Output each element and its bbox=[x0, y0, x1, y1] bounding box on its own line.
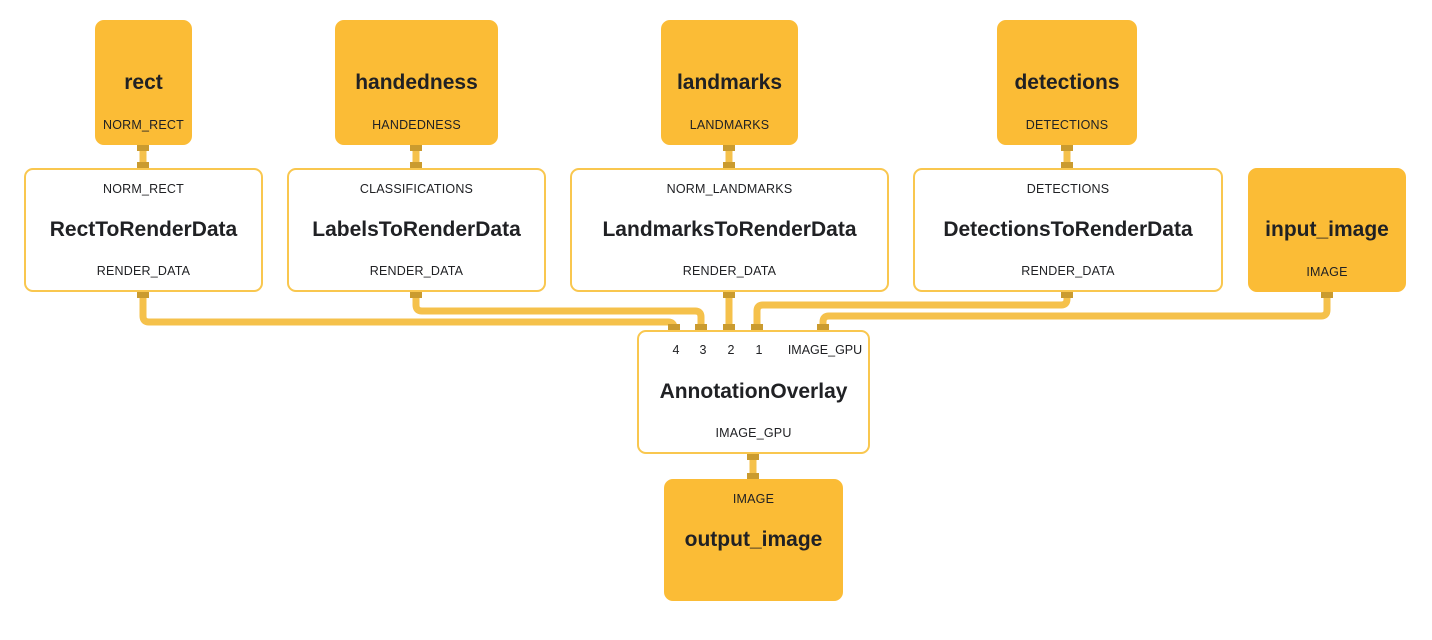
port-label: NORM_RECT bbox=[103, 118, 184, 132]
node-recttorenderdata-input-port: NORM_RECT bbox=[26, 182, 261, 196]
edge-detectionstorenderdata-to-overlay-1 bbox=[753, 292, 1071, 330]
node-handedness[interactable]: handedness HANDEDNESS bbox=[335, 20, 498, 145]
port-label: NORM_RECT bbox=[103, 182, 184, 196]
port-label-1: 1 bbox=[755, 343, 763, 357]
port-label-4: 4 bbox=[672, 343, 680, 357]
node-rect[interactable]: rect NORM_RECT bbox=[95, 20, 192, 145]
port-label-3: 3 bbox=[699, 343, 707, 357]
node-handedness-output-port: HANDEDNESS bbox=[336, 118, 497, 132]
node-detectionstorenderdata-input-port: DETECTIONS bbox=[915, 182, 1221, 196]
port-label: RENDER_DATA bbox=[369, 264, 464, 278]
node-landmarkstorenderdata-input-port: NORM_LANDMARKS bbox=[572, 182, 887, 196]
port-label: HANDEDNESS bbox=[372, 118, 461, 132]
node-landmarkstorenderdata-title: LandmarksToRenderData bbox=[602, 218, 857, 242]
port-label: NORM_LANDMARKS bbox=[666, 182, 793, 196]
port-label: IMAGE bbox=[732, 492, 775, 506]
node-annotationoverlay-output-port: IMAGE_GPU bbox=[639, 426, 868, 440]
node-annotationoverlay[interactable]: 4 3 2 1 IMAGE_GPU AnnotationOverlay IMAG… bbox=[637, 330, 870, 454]
node-inputimage[interactable]: input_image IMAGE bbox=[1248, 168, 1406, 292]
node-recttorenderdata[interactable]: NORM_RECT RectToRenderData RENDER_DATA bbox=[24, 168, 263, 292]
edge-inputimage-to-overlay-imagegpu bbox=[819, 292, 1331, 330]
node-landmarkstorenderdata-output-port: RENDER_DATA bbox=[572, 264, 887, 278]
node-annotationoverlay-input-ports: 4 3 2 1 IMAGE_GPU bbox=[639, 343, 868, 361]
port-label: LANDMARKS bbox=[689, 118, 770, 132]
node-rect-output-port: NORM_RECT bbox=[96, 118, 191, 132]
node-handedness-title: handedness bbox=[355, 70, 478, 94]
node-annotationoverlay-title: AnnotationOverlay bbox=[659, 380, 848, 404]
node-inputimage-title: input_image bbox=[1265, 218, 1389, 242]
node-detectionstorenderdata-title: DetectionsToRenderData bbox=[943, 218, 1193, 242]
node-landmarks[interactable]: landmarks LANDMARKS bbox=[661, 20, 798, 145]
node-landmarks-title: landmarks bbox=[676, 70, 783, 94]
edge-recttorenderdata-to-overlay-4 bbox=[139, 292, 678, 332]
port-label-2: 2 bbox=[727, 343, 735, 357]
port-label: DETECTIONS bbox=[1025, 118, 1109, 132]
node-labelstorenderdata-title: LabelsToRenderData bbox=[312, 218, 521, 242]
node-detections-output-port: DETECTIONS bbox=[998, 118, 1136, 132]
node-landmarks-output-port: LANDMARKS bbox=[662, 118, 797, 132]
node-detections-title: detections bbox=[1014, 70, 1120, 94]
port-label: CLASSIFICATIONS bbox=[359, 182, 474, 196]
node-detectionstorenderdata[interactable]: DETECTIONS DetectionsToRenderData RENDER… bbox=[913, 168, 1223, 292]
port-label: RENDER_DATA bbox=[1021, 264, 1115, 278]
node-detectionstorenderdata-output-port: RENDER_DATA bbox=[915, 264, 1221, 278]
node-inputimage-output-port: IMAGE bbox=[1249, 265, 1405, 279]
node-detections[interactable]: detections DETECTIONS bbox=[997, 20, 1137, 145]
node-landmarkstorenderdata[interactable]: NORM_LANDMARKS LandmarksToRenderData REN… bbox=[570, 168, 889, 292]
port-label-image-gpu: IMAGE_GPU bbox=[787, 343, 863, 357]
edge-labelstorenderdata-to-overlay-3 bbox=[412, 292, 705, 330]
node-outputimage-title: output_image bbox=[684, 528, 823, 552]
port-label: RENDER_DATA bbox=[96, 264, 191, 278]
node-rect-title: rect bbox=[124, 70, 163, 94]
node-recttorenderdata-output-port: RENDER_DATA bbox=[26, 264, 261, 278]
node-labelstorenderdata-input-port: CLASSIFICATIONS bbox=[289, 182, 544, 196]
port-label: RENDER_DATA bbox=[682, 264, 777, 278]
port-label: DETECTIONS bbox=[1026, 182, 1110, 196]
port-label: IMAGE_GPU bbox=[715, 426, 792, 440]
node-labelstorenderdata-output-port: RENDER_DATA bbox=[289, 264, 544, 278]
port-label: IMAGE bbox=[1306, 265, 1348, 279]
node-outputimage[interactable]: IMAGE output_image bbox=[664, 479, 843, 601]
node-recttorenderdata-title: RectToRenderData bbox=[49, 218, 238, 242]
node-outputimage-input-port: IMAGE bbox=[665, 492, 842, 506]
node-labelstorenderdata[interactable]: CLASSIFICATIONS LabelsToRenderData RENDE… bbox=[287, 168, 546, 292]
